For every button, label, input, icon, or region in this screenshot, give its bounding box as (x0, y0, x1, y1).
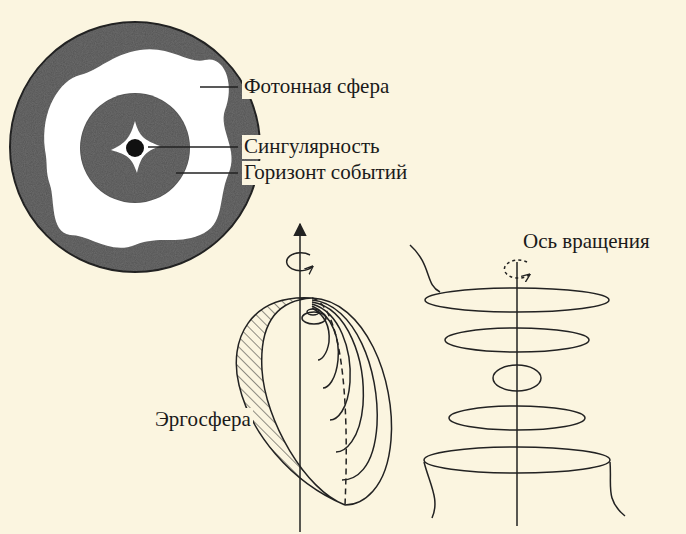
leader-line (200, 86, 238, 87)
spiral-loop (493, 365, 541, 391)
hidden-edge (312, 298, 346, 505)
leader-line (148, 146, 238, 147)
rotation-arrow (287, 253, 312, 271)
contour-line (312, 306, 338, 388)
spiral-loop (449, 406, 585, 430)
contour-line (312, 298, 392, 505)
light-region (44, 49, 231, 248)
part-label: Эргосфера (153, 408, 253, 431)
contour-line (312, 308, 329, 360)
spiral-line (410, 245, 440, 292)
frame-dragging-figure (410, 245, 625, 526)
black-hole-section (10, 22, 260, 272)
contour-line (312, 300, 377, 480)
part-label: Фотонная сфера (242, 75, 391, 98)
event-horizon-texture (81, 94, 189, 202)
spiral-loop (424, 447, 610, 473)
ergosphere-figure (236, 224, 391, 532)
contour-line (312, 304, 350, 420)
photon-sphere (10, 22, 260, 272)
spiral-line (610, 462, 625, 516)
photon-sphere-texture (11, 23, 259, 271)
ergosphere-hatch (236, 298, 345, 505)
event-horizon (80, 93, 190, 203)
spiral-loop (445, 328, 589, 352)
axis-label: Ось вращения (521, 230, 652, 253)
rotation-axis (516, 262, 518, 526)
contour-line (312, 302, 363, 452)
part-label: Горизонт событий (242, 161, 409, 184)
contour-ring (302, 312, 326, 324)
singularity-dot (126, 139, 144, 157)
spiral-line (424, 462, 435, 518)
part-label: Сингулярность (242, 135, 382, 158)
contour-ring (307, 309, 319, 315)
leader-line (176, 172, 238, 173)
rotation-arrow (504, 260, 529, 278)
spiral-loop (425, 288, 609, 312)
